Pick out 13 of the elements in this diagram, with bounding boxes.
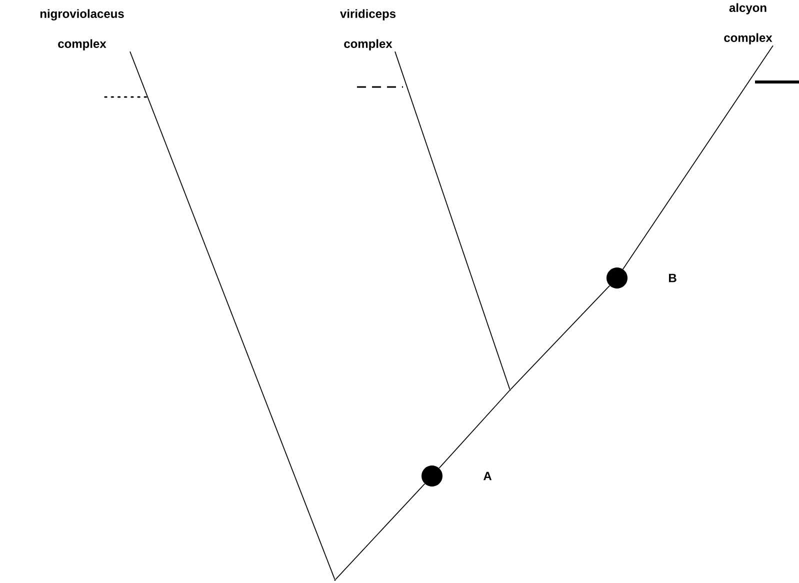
branch-line: [438, 390, 510, 469]
node-dot: [422, 466, 442, 486]
node-label: B: [669, 274, 676, 282]
branch-line: [335, 483, 426, 580]
branch-line: [622, 45, 774, 270]
node-label: A: [484, 472, 492, 480]
branch-line: [510, 285, 610, 390]
taxon-label: viridiceps complex: [340, 9, 396, 50]
branch-line: [130, 51, 336, 580]
node-dot: [606, 268, 628, 288]
branch-line: [394, 51, 510, 390]
taxon-label: alcyon complex: [724, 3, 772, 44]
taxon-label: nigroviolaceus complex: [40, 9, 124, 50]
